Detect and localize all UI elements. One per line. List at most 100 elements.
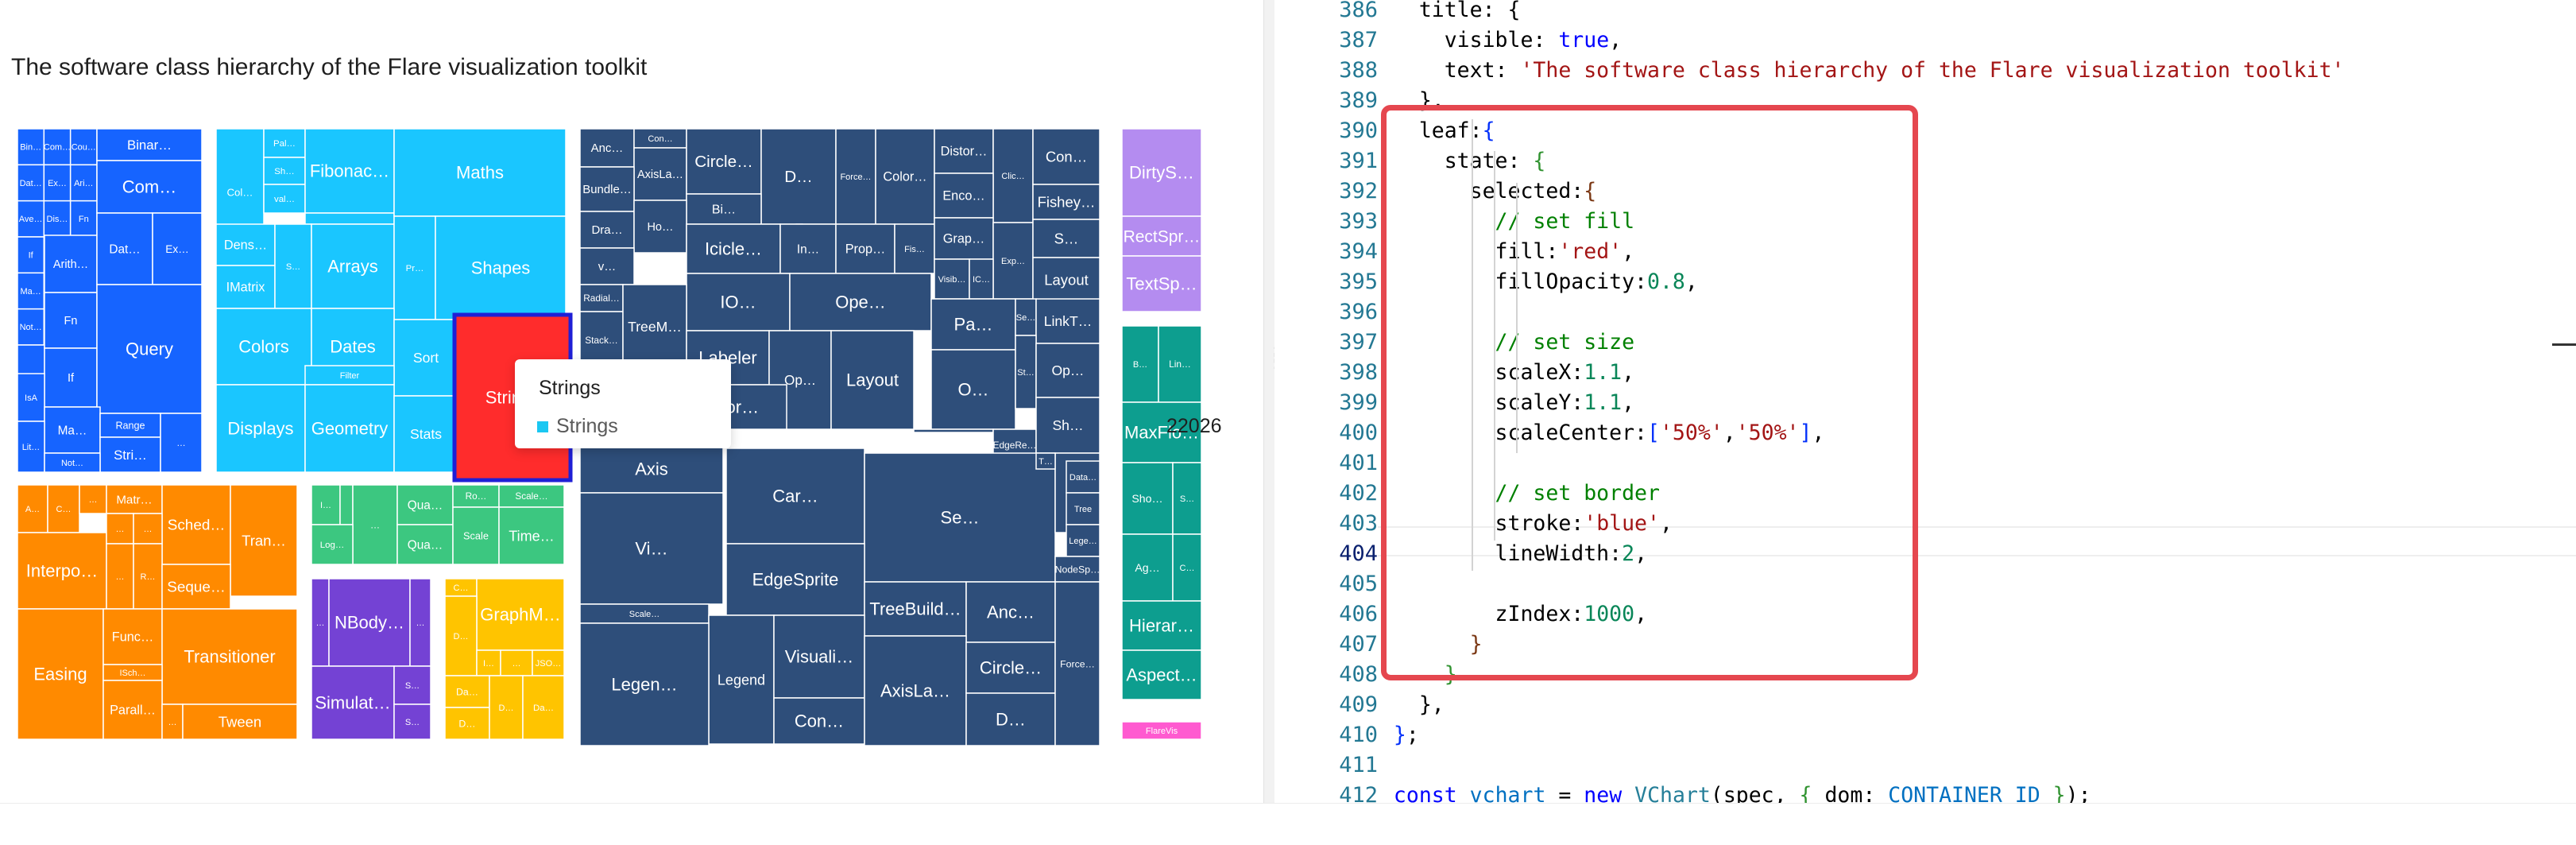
treemap-leaf[interactable] (339, 484, 354, 525)
treemap-leaf[interactable] (17, 373, 45, 422)
code-line[interactable]: 398 scaleX:1.1, (1274, 358, 2576, 388)
code-line[interactable]: 399 scaleY:1.1, (1274, 388, 2576, 418)
treemap-leaf[interactable] (1121, 215, 1202, 257)
treemap-leaf[interactable] (633, 128, 687, 149)
treemap-leaf[interactable] (393, 395, 458, 473)
treemap-leaf[interactable] (393, 215, 436, 320)
treemap-leaf[interactable] (1035, 298, 1100, 344)
treemap-leaf[interactable] (875, 128, 935, 225)
code-line[interactable]: 387 visible: true, (1274, 25, 2576, 56)
treemap-leaf[interactable] (43, 200, 72, 238)
code-editor[interactable]: 386 title: {387 visible: true,388 text: … (1274, 0, 2576, 803)
code-text[interactable]: }; (1393, 723, 1419, 747)
treemap-leaf[interactable] (96, 212, 153, 285)
treemap-leaf[interactable] (969, 258, 994, 300)
treemap-leaf[interactable] (102, 680, 163, 740)
treemap-leaf[interactable] (17, 421, 45, 473)
code-line[interactable]: 386 title: { (1274, 0, 2576, 25)
treemap-leaf[interactable] (489, 675, 524, 740)
code-line[interactable]: 409 }, (1274, 690, 2576, 720)
treemap-leaf[interactable] (304, 384, 395, 473)
treemap-leaf[interactable] (1015, 335, 1037, 409)
treemap-leaf[interactable] (44, 406, 101, 454)
treemap-leaf[interactable] (17, 608, 104, 740)
code-line[interactable]: 412 const vchart = new VChart(spec, { do… (1274, 781, 2576, 803)
treemap-leaf[interactable] (725, 448, 865, 545)
code-line[interactable]: 410 }; (1274, 720, 2576, 750)
code-text[interactable]: scaleCenter:['50%','50%'], (1368, 421, 1825, 445)
code-text[interactable]: text: 'The software class hierarchy of t… (1368, 58, 2345, 83)
code-text[interactable]: // set size (1495, 330, 1635, 355)
treemap-leaf[interactable] (1066, 460, 1100, 494)
treemap-leaf[interactable] (133, 543, 163, 610)
treemap-leaf[interactable] (622, 284, 687, 370)
treemap-leaf[interactable] (1054, 556, 1100, 583)
treemap-leaf[interactable] (789, 273, 932, 331)
code-line[interactable]: 406 zIndex:1000, (1274, 599, 2576, 630)
treemap-leaf[interactable] (579, 284, 624, 312)
treemap-leaf[interactable] (161, 484, 231, 565)
treemap-leaf[interactable] (579, 622, 710, 746)
treemap-leaf[interactable] (160, 413, 203, 473)
treemap-leaf[interactable] (1066, 492, 1100, 525)
code-text[interactable]: scaleX:1.1, (1368, 360, 1635, 385)
code-line[interactable]: 405 (1274, 569, 2576, 599)
treemap-leaf[interactable] (633, 200, 687, 254)
treemap-leaf[interactable] (311, 665, 395, 740)
treemap-leaf[interactable] (1121, 649, 1202, 700)
treemap-leaf[interactable] (779, 223, 837, 274)
treemap-leaf[interactable] (43, 164, 72, 202)
treemap-leaf[interactable] (1035, 397, 1100, 454)
code-line[interactable]: 397 // set size (1274, 328, 2576, 358)
code-line[interactable]: 401 (1274, 448, 2576, 479)
treemap-leaf[interactable] (965, 692, 1056, 746)
treemap-leaf[interactable] (396, 524, 454, 565)
code-text[interactable]: title: { (1368, 0, 1521, 22)
treemap-leaf[interactable] (69, 128, 98, 166)
treemap-leaf[interactable] (913, 428, 994, 433)
treemap-leaf[interactable] (725, 543, 865, 616)
treemap-leaf[interactable] (328, 578, 411, 667)
code-line[interactable]: 396 (1274, 297, 2576, 328)
treemap-leaf[interactable] (161, 704, 184, 740)
treemap-leaf[interactable] (1121, 255, 1202, 312)
treemap-leaf[interactable] (96, 284, 203, 414)
treemap-leaf[interactable] (1035, 452, 1056, 470)
treemap-leaf[interactable] (934, 172, 994, 219)
treemap-leaf[interactable] (476, 649, 501, 676)
treemap-leaf[interactable] (304, 365, 395, 386)
treemap-leaf[interactable] (686, 273, 791, 331)
code-line[interactable]: 402 // set border (1274, 479, 2576, 509)
treemap-leaf[interactable] (311, 524, 354, 565)
treemap-leaf[interactable] (830, 330, 915, 430)
treemap-leaf[interactable] (1032, 128, 1100, 185)
code-text[interactable]: zIndex:1000, (1368, 602, 1648, 626)
treemap-leaf[interactable] (1121, 721, 1202, 740)
code-line[interactable]: 395 fillOpacity:0.8, (1274, 267, 2576, 297)
treemap-leaf[interactable] (864, 452, 1056, 583)
treemap-leaf[interactable] (161, 564, 231, 610)
treemap-leaf[interactable] (934, 217, 994, 260)
treemap-leaf[interactable] (215, 308, 312, 386)
treemap-leaf[interactable] (864, 581, 967, 637)
treemap-leaf[interactable] (17, 200, 45, 238)
treemap-leaf[interactable] (579, 492, 724, 605)
treemap-leaf[interactable] (215, 384, 306, 473)
code-text[interactable]: fill:'red', (1368, 239, 1635, 264)
treemap-leaf[interactable] (835, 128, 876, 225)
treemap-leaf[interactable] (106, 484, 163, 514)
treemap-leaf[interactable] (1172, 533, 1202, 602)
code-text[interactable]: } (1469, 632, 1483, 657)
treemap-leaf[interactable] (579, 247, 635, 285)
treemap-leaf[interactable] (263, 184, 306, 214)
treemap-leaf[interactable] (532, 649, 565, 676)
code-line[interactable]: 403 stroke:'blue', (1274, 509, 2576, 539)
treemap-leaf[interactable] (304, 128, 395, 214)
treemap-leaf[interactable] (1035, 343, 1100, 398)
code-text[interactable]: const vchart = new VChart(spec, { dom: C… (1393, 783, 2091, 803)
treemap-leaf[interactable] (47, 484, 80, 533)
treemap-leaf[interactable] (522, 675, 565, 740)
treemap-leaf[interactable] (102, 608, 163, 665)
code-line[interactable]: 391 state: { (1274, 146, 2576, 176)
treemap-leaf[interactable] (44, 452, 101, 473)
